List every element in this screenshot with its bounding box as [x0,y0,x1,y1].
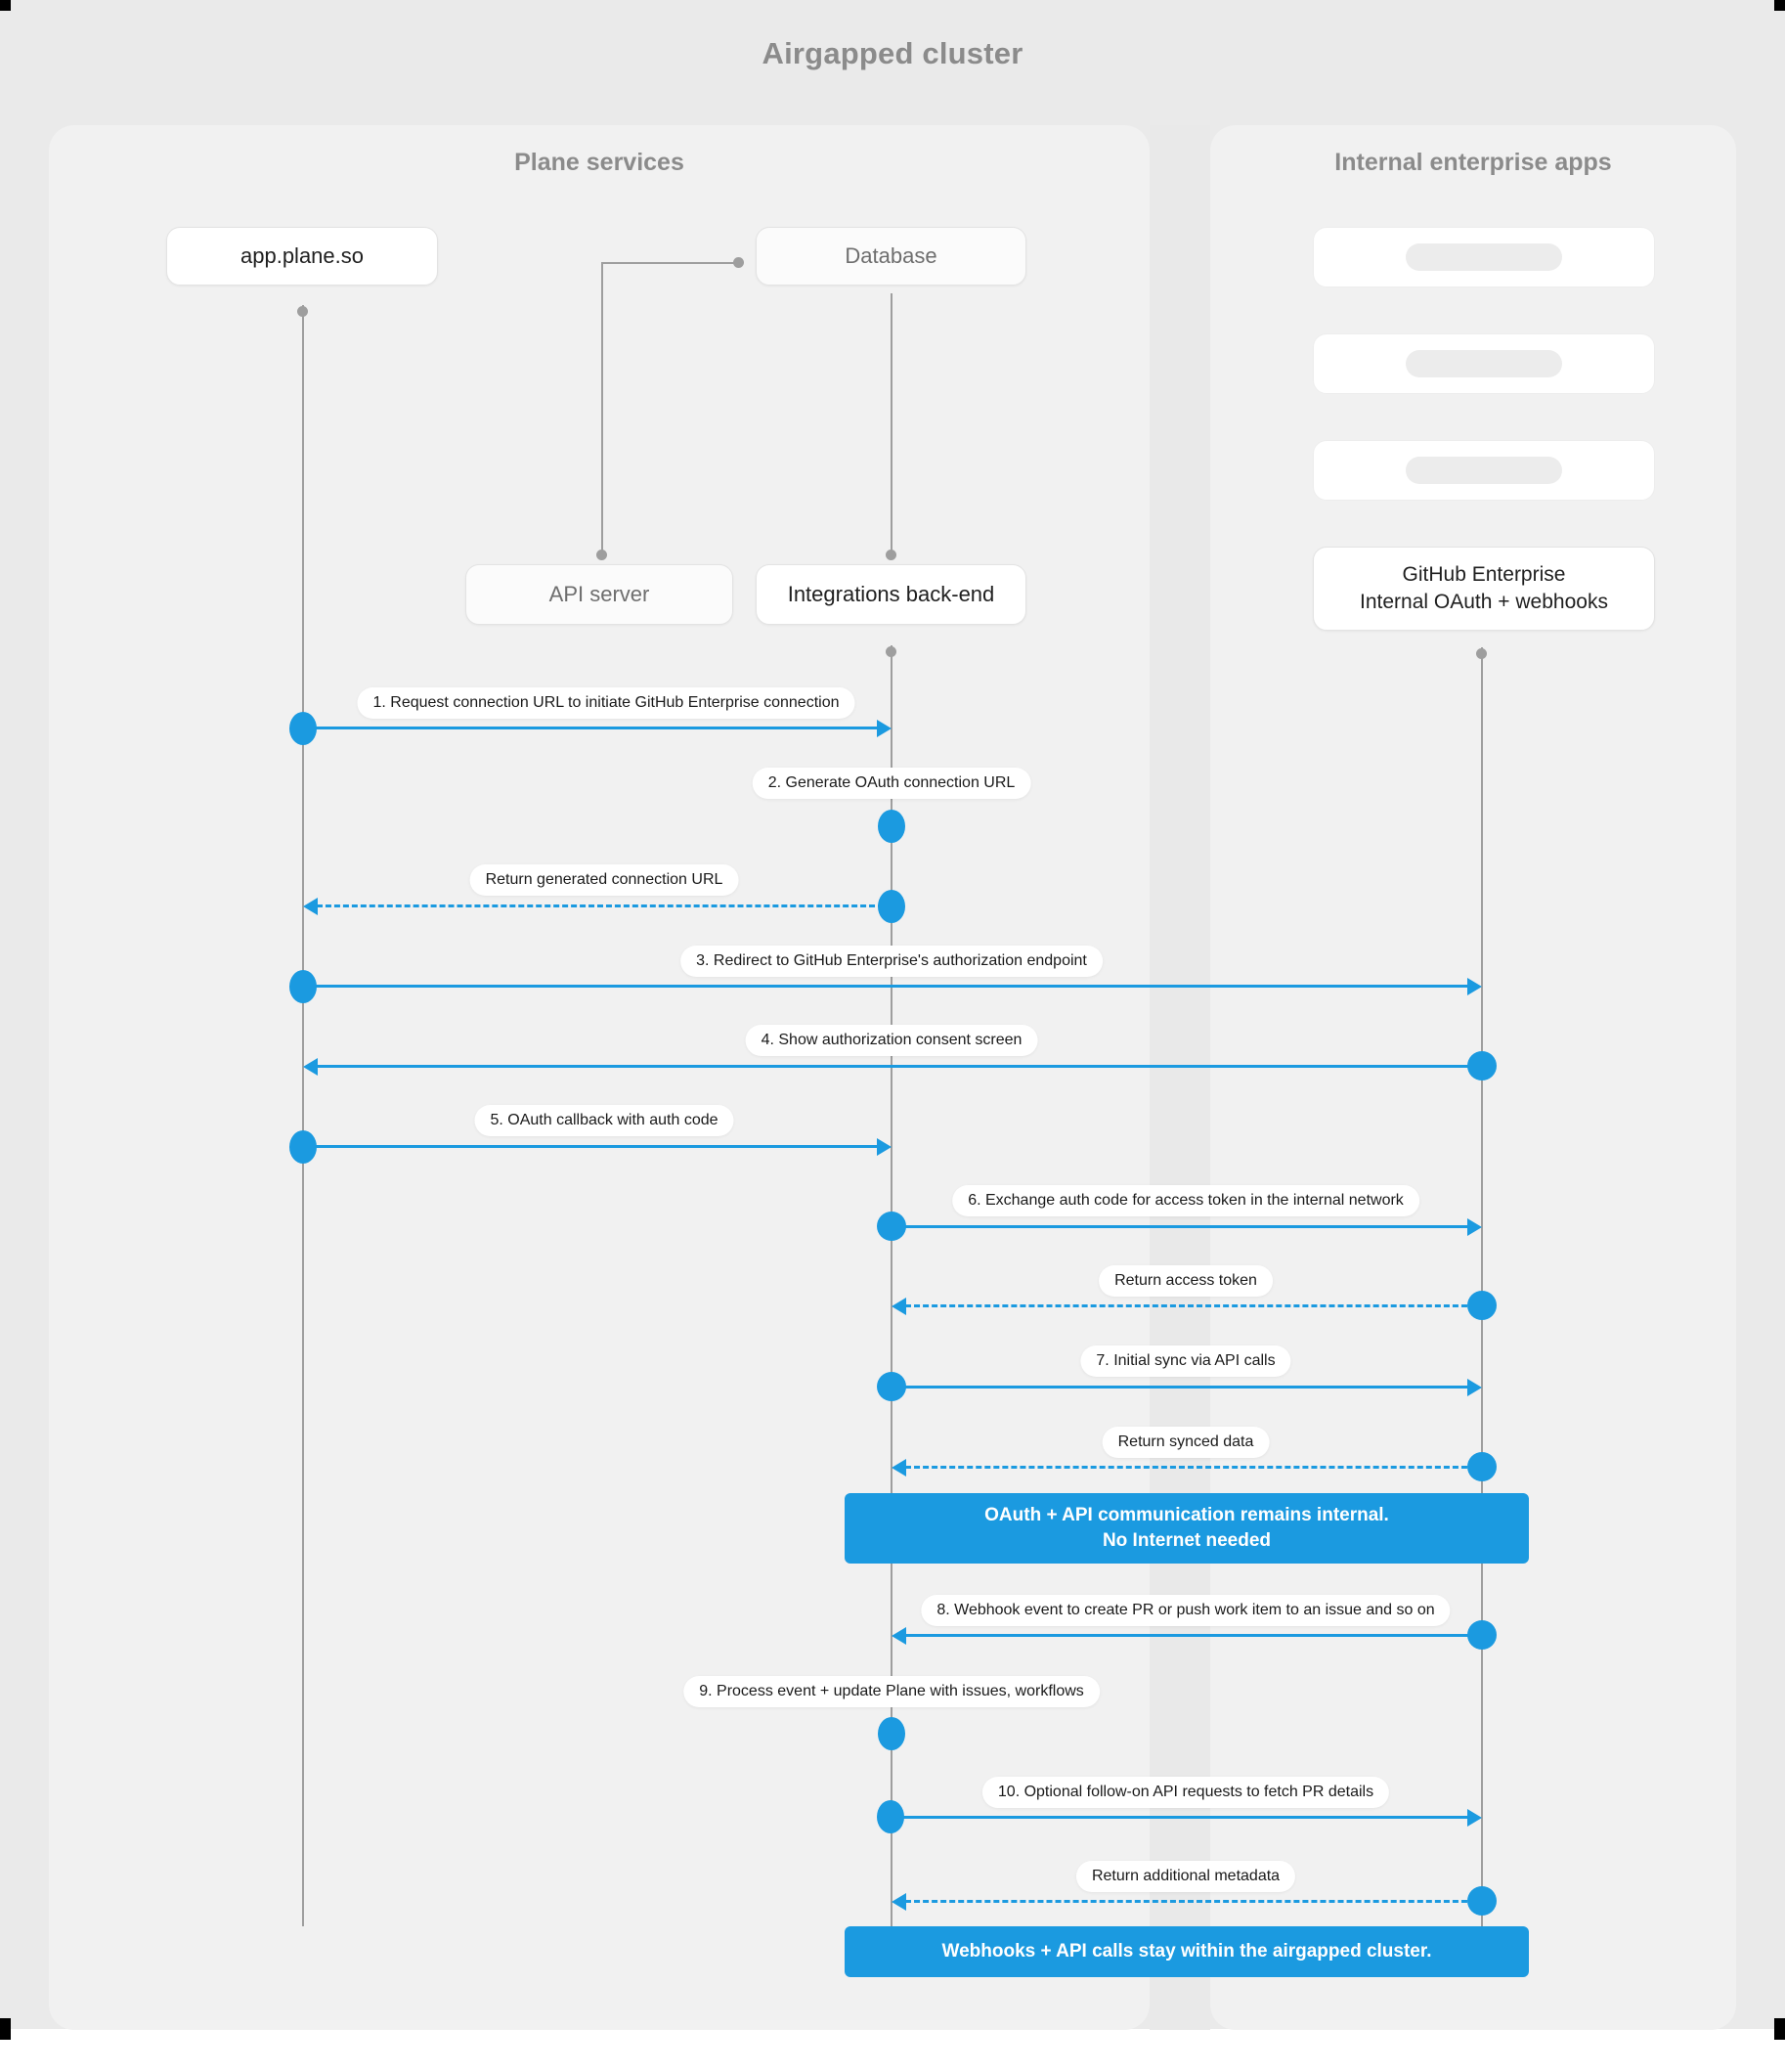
lifeline-dot-api-server-top [596,550,607,560]
message-label-2: 2. Generate OAuth connection URL [752,768,1031,799]
actor-label-database: Database [845,243,937,269]
note-banner-1-line1: OAuth + API communication remains intern… [984,1505,1389,1526]
message-line-6 [303,1145,882,1148]
message-label-4: 3. Redirect to GitHub Enterprise's autho… [680,946,1103,977]
note-banner-oauth-internal: OAuth + API communication remains intern… [845,1493,1529,1564]
connector-database-to-api-vertical [601,262,603,557]
actor-label-integrations-backend: Integrations back-end [787,582,995,607]
lifeline-dot-integrations-backend [886,646,896,657]
actor-api-server[interactable]: API server [465,564,733,625]
lifeline-dot-database-connector [733,257,744,268]
actor-github-enterprise[interactable]: GitHub Enterprise Internal OAuth + webho… [1313,547,1655,631]
crop-mark-top-right [1774,0,1785,11]
message-label-11: 8. Webhook event to create PR or push wo… [921,1595,1451,1626]
message-source-dot-3 [878,890,905,923]
crop-mark-bottom-left [0,2018,11,2040]
app-card-placeholder-2[interactable] [1313,333,1655,394]
redacted-label-3 [1406,457,1562,484]
message-label-8: Return access token [1099,1265,1273,1297]
message-line-1 [303,727,882,729]
lifeline-database [891,293,892,557]
app-card-placeholder-1[interactable] [1313,227,1655,287]
message-line-8 [905,1304,1476,1307]
message-label-10: Return synced data [1102,1427,1270,1458]
panel-seam [1150,125,1210,2030]
message-arrowhead-8 [892,1298,906,1315]
message-source-dot-4 [289,970,317,1003]
message-label-14: Return additional metadata [1075,1861,1296,1892]
message-label-12: 9. Process event + update Plane with iss… [683,1676,1100,1707]
actor-integrations-backend[interactable]: Integrations back-end [756,564,1026,625]
message-label-7: 6. Exchange auth code for access token i… [952,1185,1419,1216]
message-arrowhead-14 [892,1893,906,1911]
message-arrowhead-7 [1467,1218,1482,1236]
lifeline-app-plane-so [302,305,304,1926]
message-label-13: 10. Optional follow-on API requests to f… [981,1777,1390,1808]
message-arrowhead-5 [303,1058,318,1076]
message-self-dot-12 [878,1717,905,1750]
group-title-internal-enterprise-apps: Internal enterprise apps [1334,149,1612,176]
message-source-dot-10 [1467,1452,1497,1481]
crop-mark-top-left [0,0,11,11]
lifeline-dot-integrations-top [886,550,896,560]
note-banner-1-line2: No Internet needed [1102,1530,1272,1551]
message-arrowhead-11 [892,1627,906,1645]
message-source-dot-6 [289,1130,317,1164]
message-source-dot-8 [1467,1291,1497,1320]
message-line-4 [303,985,1472,988]
message-source-dot-14 [1467,1886,1497,1916]
message-arrowhead-6 [877,1138,892,1156]
message-arrowhead-3 [303,898,318,915]
actor-label-app-plane-so: app.plane.so [240,243,364,269]
message-label-9: 7. Initial sync via API calls [1080,1345,1291,1377]
note-banner-webhooks-internal: Webhooks + API calls stay within the air… [845,1926,1529,1977]
message-source-dot-11 [1467,1620,1497,1650]
group-title-plane-services: Plane services [514,149,684,176]
actor-label-github-enterprise-line2: Internal OAuth + webhooks [1360,591,1608,613]
diagram-title: Airgapped cluster [762,36,1023,70]
message-line-7 [892,1225,1472,1228]
connector-database-to-api-horizontal [601,262,740,264]
message-arrowhead-9 [1467,1379,1482,1396]
lifeline-dot-app-plane-so [297,306,308,317]
actor-label-github-enterprise-line1: GitHub Enterprise [1402,562,1566,586]
message-line-3 [317,904,884,907]
message-source-dot-7 [877,1212,906,1241]
lifeline-github-enterprise [1481,647,1483,1926]
message-arrowhead-13 [1467,1809,1482,1827]
message-line-11 [905,1634,1476,1637]
message-self-dot-2 [878,810,905,843]
message-line-14 [905,1900,1476,1903]
message-line-13 [892,1816,1472,1819]
actor-database[interactable]: Database [756,227,1026,286]
redacted-label-2 [1406,350,1562,377]
message-arrowhead-10 [892,1459,906,1477]
message-line-5 [317,1065,1476,1068]
lifeline-dot-github-enterprise [1476,648,1487,659]
message-arrowhead-1 [877,720,892,737]
actor-label-api-server: API server [548,582,650,607]
message-label-3: Return generated connection URL [469,864,739,896]
note-banner-2-line1: Webhooks + API calls stay within the air… [941,1941,1432,1962]
message-label-5: 4. Show authorization consent screen [745,1025,1038,1056]
actor-app-plane-so[interactable]: app.plane.so [166,227,438,286]
message-arrowhead-4 [1467,978,1482,995]
crop-mark-bottom-right [1774,2018,1785,2040]
redacted-label-1 [1406,243,1562,271]
lifeline-integrations-backend [891,645,892,1926]
message-source-dot-13 [877,1800,904,1833]
message-line-9 [892,1386,1472,1389]
message-source-dot-5 [1467,1051,1497,1080]
message-label-1: 1. Request connection URL to initiate Gi… [357,687,855,719]
app-card-placeholder-3[interactable] [1313,440,1655,501]
group-panel-plane-services [49,125,1150,2030]
message-line-10 [905,1466,1476,1469]
message-source-dot-1 [289,712,317,745]
message-source-dot-9 [877,1372,906,1401]
message-label-6: 5. OAuth callback with auth code [474,1105,734,1136]
